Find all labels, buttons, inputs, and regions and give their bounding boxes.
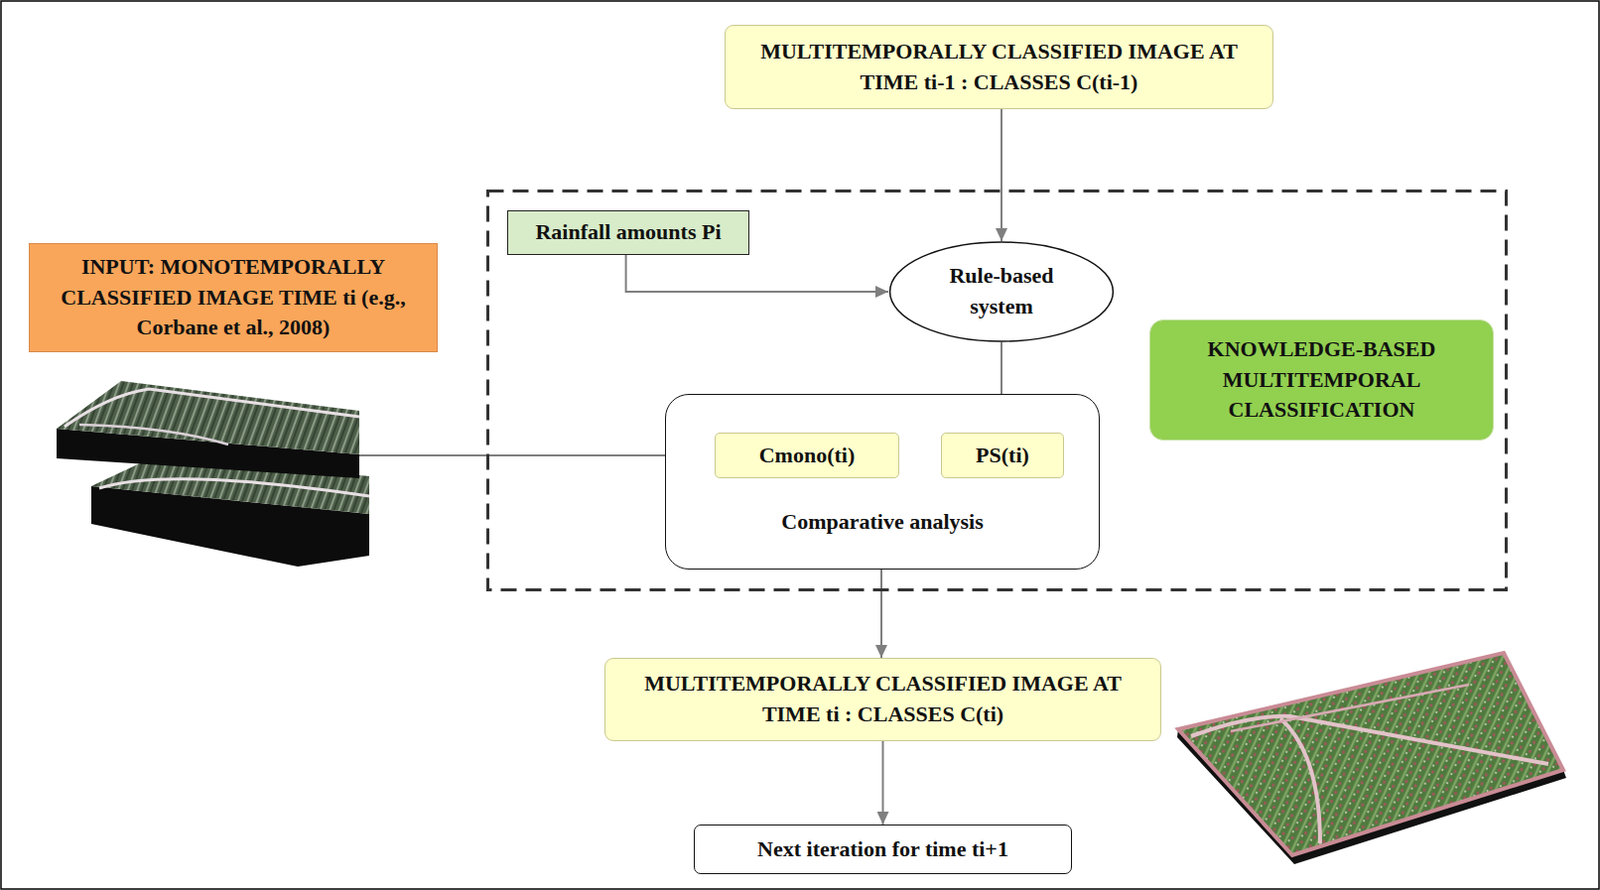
node-text: Comparative analysis xyxy=(781,507,984,538)
ellipse-outline xyxy=(888,241,1115,343)
dashed-region: Rainfall amounts Pi Rule-based systemKNOW… xyxy=(486,189,1508,592)
analysis-box: Comparative analysis Cmono(ti) PS(ti) xyxy=(665,394,1100,570)
text-holder: MULTITEMPORALLY CLASSIFIED IMAGE AT TIME… xyxy=(605,659,1161,741)
process-ellipse: Rule-based system xyxy=(888,241,1115,343)
connector-arrow xyxy=(880,569,883,659)
connector-arrow xyxy=(882,741,885,825)
result-box: Cmono(ti) xyxy=(714,432,900,479)
node-text: MULTITEMPORALLY CLASSIFIED IMAGE AT TIME… xyxy=(635,668,1131,731)
result-box: PS(ti) xyxy=(940,432,1065,479)
state-box: MULTITEMPORALLY CLASSIFIED IMAGE AT TIME… xyxy=(604,658,1162,742)
field-road xyxy=(64,389,360,427)
field-road xyxy=(1191,716,1549,765)
group-label-box: KNOWLEDGE-BASED MULTITEMPORAL CLASSIFICA… xyxy=(1149,319,1494,441)
node-text: Rule-based system xyxy=(927,261,1076,323)
node-text: MULTITEMPORALLY CLASSIFIED IMAGE AT TIME… xyxy=(749,36,1249,99)
text-holder: Rule-based system xyxy=(888,241,1115,343)
classified-image xyxy=(1178,653,1564,856)
field-road xyxy=(99,479,370,497)
text-holder: Rainfall amounts Pi xyxy=(508,211,749,255)
text-holder: MULTITEMPORALLY CLASSIFIED IMAGE AT TIME… xyxy=(725,25,1273,109)
state-box: MULTITEMPORALLY CLASSIFIED IMAGE AT TIME… xyxy=(724,24,1274,110)
ellipse-shape xyxy=(890,242,1114,342)
node-text: Next iteration for time ti+1 xyxy=(757,834,1009,866)
step-box: Next iteration for time ti+1 xyxy=(693,824,1072,875)
node-text: Cmono(ti) xyxy=(759,440,856,472)
connector-arrow xyxy=(626,255,889,292)
node-text: Rainfall amounts Pi xyxy=(534,217,721,249)
input-box: INPUT: MONOTEMPORALLY CLASSIFIED IMAGE T… xyxy=(28,243,438,353)
text-holder: Comparative analysis xyxy=(666,497,1099,547)
connector-arrow xyxy=(359,454,715,457)
field-road xyxy=(79,424,229,445)
node-text: INPUT: MONOTEMPORALLY CLASSIFIED IMAGE T… xyxy=(41,252,425,344)
node-text: KNOWLEDGE-BASED MULTITEMPORAL CLASSIFICA… xyxy=(1166,334,1477,426)
text-holder: PS(ti) xyxy=(941,433,1064,478)
field-road xyxy=(1230,684,1469,732)
text-holder: Next iteration for time ti+1 xyxy=(694,825,1071,874)
text-holder: Cmono(ti) xyxy=(715,433,899,478)
field-road xyxy=(1280,718,1321,844)
input-box: Rainfall amounts Pi xyxy=(507,210,750,256)
connector-arrow xyxy=(1000,109,1003,242)
node-text: PS(ti) xyxy=(975,440,1030,472)
text-holder: KNOWLEDGE-BASED MULTITEMPORAL CLASSIFICA… xyxy=(1150,320,1493,440)
dashed-rect xyxy=(488,191,1507,591)
text-holder: INPUT: MONOTEMPORALLY CLASSIFIED IMAGE T… xyxy=(29,244,437,352)
layer-image xyxy=(56,381,360,455)
